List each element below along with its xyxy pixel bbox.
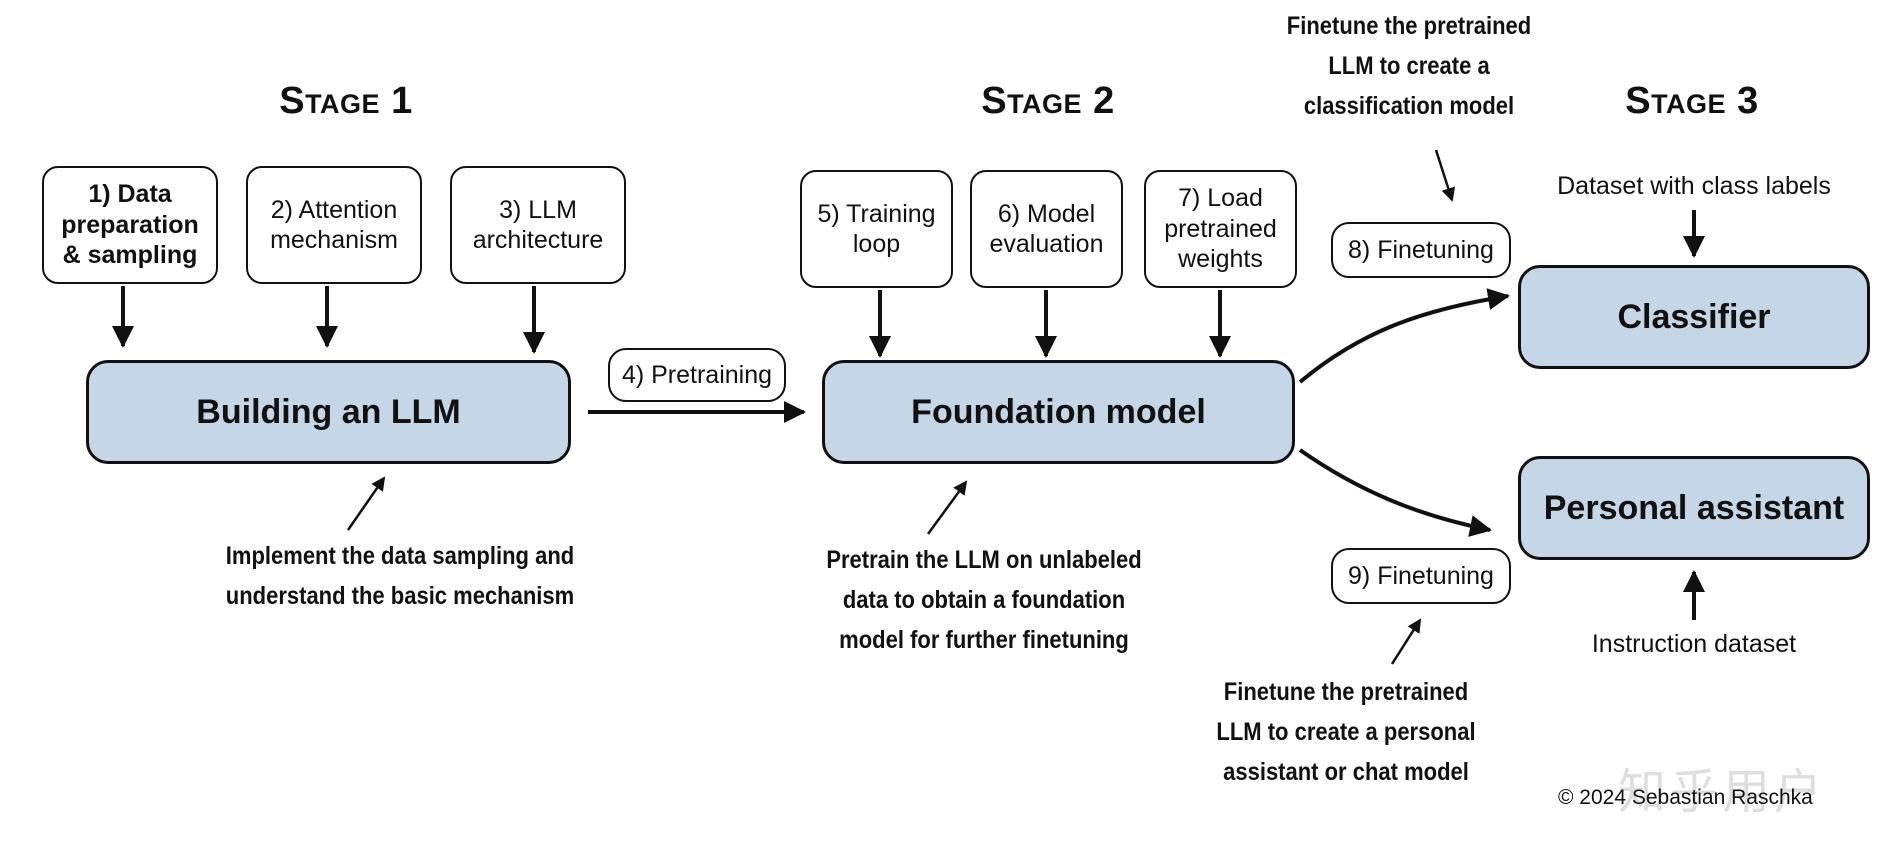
model-evaluation-box: 6) Model evaluation — [970, 170, 1123, 288]
watermark: 知乎用户 — [1618, 766, 1827, 819]
stage-1-title: Stage 1 — [279, 80, 413, 122]
finetuning-curves — [1298, 288, 1510, 537]
pretraining-label: 4) Pretraining — [608, 348, 786, 402]
stage-2-title: Stage 2 — [981, 80, 1115, 122]
class-labels-dataset-label: Dataset with class labels — [1557, 172, 1831, 200]
attention-mechanism-box: 2) Attention mechanism — [246, 166, 422, 284]
training-loop-box: 5) Training loop — [800, 170, 953, 288]
load-pretrained-weights-box: 7) Load pretrained weights — [1144, 170, 1297, 288]
personal-assistant-block: Personal assistant — [1518, 456, 1870, 560]
data-preparation-box: 1) Data preparation & sampling — [42, 166, 218, 284]
stage-1-note: Implement the data sampling and understa… — [225, 542, 575, 610]
assistant-note: Finetune the pretrained LLM to create a … — [1216, 678, 1476, 786]
stage-1-down-arrows — [112, 286, 545, 354]
stage-2-note: Pretrain the LLM on unlabeled data to ob… — [826, 546, 1142, 654]
instruction-dataset-label: Instruction dataset — [1591, 630, 1797, 658]
finetuning-8-label: 8) Finetuning — [1331, 222, 1511, 278]
llm-architecture-box: 3) LLM architecture — [450, 166, 626, 284]
building-an-llm-block: Building an LLM — [86, 360, 571, 464]
note-pointer-arrows — [346, 149, 1456, 665]
copyright-text: © 2024 Sebastian Raschka — [1558, 786, 1813, 809]
foundation-model-block: Foundation model — [822, 360, 1295, 464]
stage-3-title: Stage 3 — [1625, 80, 1759, 122]
finetuning-9-label: 9) Finetuning — [1331, 548, 1511, 604]
stage-2-down-arrows — [869, 290, 1231, 358]
classification-note: Finetune the pretrained LLM to create a … — [1286, 12, 1532, 120]
classifier-block: Classifier — [1518, 265, 1870, 369]
